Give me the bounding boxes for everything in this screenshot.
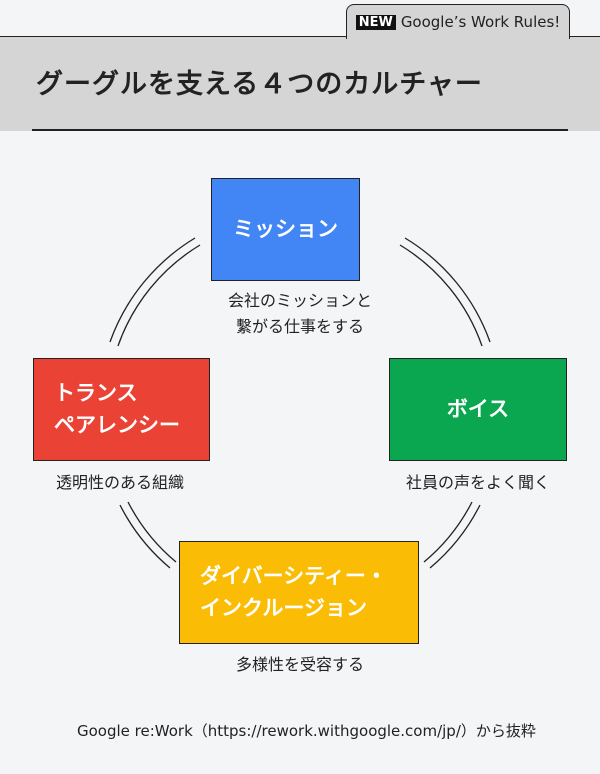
node-transparency: トランスペアレンシー <box>33 358 210 461</box>
caption-transparency: 透明性のある組織 <box>20 470 220 496</box>
caption-mission: 会社のミッションと繫がる仕事をする <box>180 288 420 339</box>
caption-line: 透明性のある組織 <box>55 473 184 492</box>
node-mission-label: ミッション <box>233 216 338 241</box>
source-note: Google re:Work（https://rework.withgoogle… <box>77 722 536 740</box>
node-label-line: ペアレンシー <box>54 412 180 437</box>
node-mission: ミッション <box>211 178 360 281</box>
node-label-line: ダイバーシティー・ <box>200 564 387 588</box>
arc-top-right-inner <box>399 244 483 347</box>
arc-top-left-inner <box>117 244 201 347</box>
caption-line: 多様性を受容する <box>235 655 364 674</box>
arc-bottom-left <box>119 504 171 569</box>
caption-diversity: 多様性を受容する <box>180 652 420 678</box>
node-label-line: トランス <box>54 381 138 405</box>
arc-top-right <box>404 237 491 343</box>
node-label-line: インクルージョン <box>200 595 367 620</box>
caption-line: 社員の声をよく聞く <box>405 473 550 492</box>
series-title: Google’s Work Rules! <box>400 13 561 31</box>
arc-bottom-right-inner <box>423 501 473 563</box>
arc-bottom-left-inner <box>127 501 177 563</box>
page-title: グーグルを支える４つのカルチャー <box>36 69 483 100</box>
divider <box>32 129 568 131</box>
arc-bottom-right <box>429 504 481 569</box>
node-diversity: ダイバーシティー・インクルージョン <box>179 541 419 644</box>
arc-top-left <box>109 237 196 343</box>
new-badge: NEW <box>355 14 396 30</box>
header-band <box>0 36 600 131</box>
caption-voice: 社員の声をよく聞く <box>378 470 578 496</box>
caption-line: 会社のミッションと <box>227 291 372 310</box>
node-voice-label: ボイス <box>446 396 510 421</box>
node-voice: ボイス <box>389 358 567 461</box>
caption-line: 繫がる仕事をする <box>235 316 364 336</box>
